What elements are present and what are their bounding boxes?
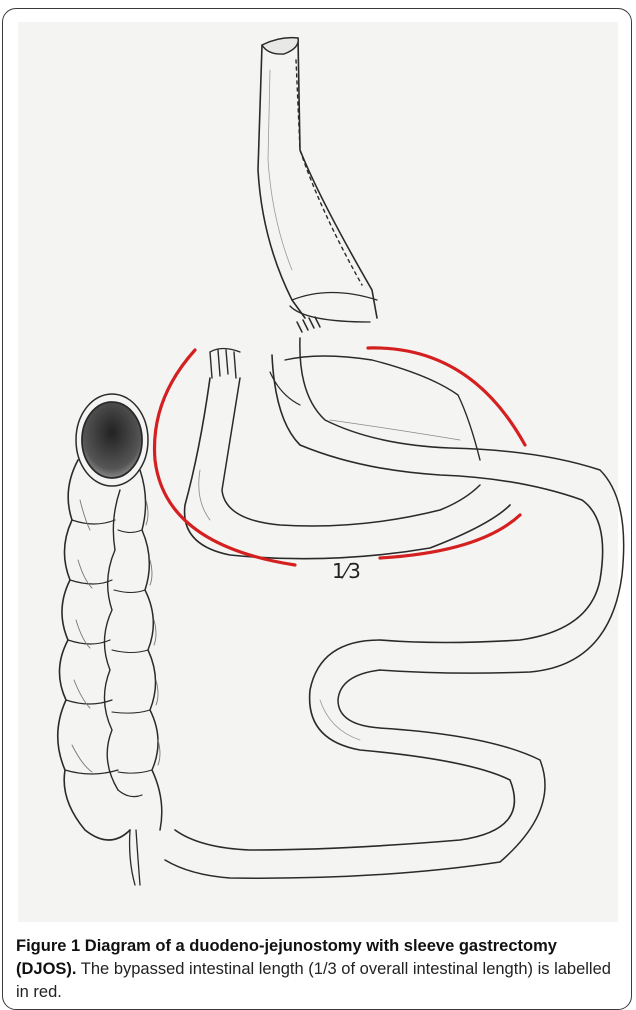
fraction-label: 1⁄3 [332,559,361,583]
colon-opening [82,402,142,478]
figure-caption: Figure 1 Diagram of a duodeno-jejunostom… [16,935,622,1004]
figure-label: Figure 1 [16,937,80,955]
djos-illustration: 1⁄3 [0,0,636,930]
figure-text: The bypassed intestinal length (1/3 of o… [16,960,611,1001]
